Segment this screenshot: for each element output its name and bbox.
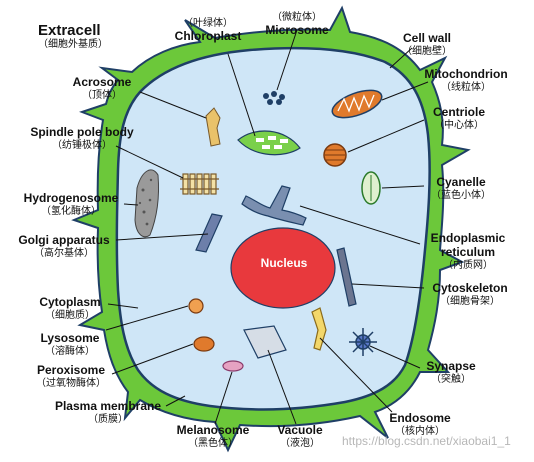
- vacuole-shape: [243, 325, 287, 359]
- lysosome-shape: [188, 298, 204, 314]
- label-lysosome-en: Lysosome: [40, 331, 100, 345]
- label-endoplasmic-reticulum: Endoplasmic reticulum （内质网）: [422, 231, 514, 271]
- label-lysosome: Lysosome （溶酶体）: [34, 331, 106, 357]
- acrosome-shape: [205, 107, 221, 147]
- chloroplast-shape: [237, 130, 301, 156]
- label-lysosome-cn: （溶酶体）: [45, 345, 95, 357]
- label-melanosome: Melanosome （黑色体）: [170, 423, 256, 449]
- label-microsome-cn: （微粒体）: [272, 12, 322, 23]
- label-cyanelle-cn: （蓝色小体）: [431, 189, 491, 201]
- label-acrosome-en: Acrosome: [72, 75, 132, 89]
- label-peroxisome-cn: （过氧物酶体）: [36, 377, 106, 389]
- label-cyanelle: Cyanelle （蓝色小体）: [424, 175, 498, 201]
- leader-lines: [105, 29, 429, 425]
- watermark: https://blog.csdn.net/xiaobai1_1: [342, 434, 511, 448]
- label-centriole-cn: （中心体）: [434, 119, 484, 131]
- label-spindle-pole-body-cn: （纺锤极体）: [52, 139, 112, 151]
- label-cytoplasm: Cytoplasm （细胞质）: [30, 295, 110, 321]
- label-plasma-membrane: Plasma membrane （质膜）: [48, 399, 168, 425]
- label-synapse-cn: （突触）: [431, 373, 471, 385]
- label-mitochondrion-cn: （线粒体）: [441, 81, 491, 93]
- chloroplast-grana: [256, 136, 288, 149]
- hydrogenosome-shape: [134, 169, 159, 238]
- label-mitochondrion: Mitochondrion （线粒体）: [416, 67, 516, 93]
- label-peroxisome-en: Peroxisome: [36, 363, 106, 377]
- label-mitochondrion-en: Mitochondrion: [424, 67, 508, 81]
- label-extracell-en: Extracell: [38, 22, 101, 39]
- label-microsome: （微粒体） Microsome: [256, 12, 338, 37]
- label-er-en2: reticulum: [440, 244, 495, 259]
- endoplasmic-reticulum-shape: [241, 185, 307, 226]
- label-synapse: Synapse （突触）: [420, 359, 482, 385]
- label-nucleus: Nucleus: [260, 256, 308, 270]
- label-cytoskeleton: Cytoskeleton （细胞骨架）: [422, 281, 518, 307]
- label-peroxisome: Peroxisome （过氧物酶体）: [30, 363, 112, 389]
- label-spindle-pole-body-en: Spindle pole body: [30, 125, 134, 139]
- label-chloroplast: （叶绿体） Chloroplast: [162, 18, 254, 43]
- label-hydrogenosome: Hydrogenosome （氢化酶体）: [14, 191, 128, 217]
- label-cytoskeleton-en: Cytoskeleton: [432, 281, 508, 295]
- label-hydrogenosome-cn: （氢化酶体）: [41, 205, 101, 217]
- centriole-lines: [325, 149, 345, 161]
- label-golgi-apparatus: Golgi apparatus （高尔基体）: [8, 233, 120, 259]
- label-plasma-membrane-en: Plasma membrane: [54, 399, 162, 413]
- label-acrosome: Acrosome （顶体）: [64, 75, 140, 101]
- synapse-shape: [349, 328, 377, 356]
- label-golgi-cn: （高尔基体）: [34, 247, 94, 259]
- cytoskeleton-shape: [336, 247, 357, 307]
- label-acrosome-cn: （顶体）: [82, 89, 122, 101]
- microsome-dots: [263, 91, 285, 105]
- label-vacuole-cn: （液泡）: [280, 437, 320, 449]
- label-hydrogenosome-en: Hydrogenosome: [23, 191, 119, 205]
- label-endosome-cn: （核内体）: [395, 425, 445, 437]
- label-vacuole: Vacuole （液泡）: [270, 423, 330, 449]
- mitochondrion-cristae: [337, 94, 375, 113]
- label-endosome: Endosome （核内体）: [384, 411, 456, 437]
- label-synapse-en: Synapse: [426, 359, 476, 373]
- nucleus-shape: [230, 227, 336, 309]
- label-extracell: Extracell （细胞外基质）: [38, 22, 108, 51]
- label-chloroplast-cn: （叶绿体）: [183, 18, 233, 29]
- label-cyanelle-en: Cyanelle: [436, 175, 486, 189]
- endosome-shape: [311, 307, 327, 351]
- label-spindle-pole-body: Spindle pole body （纺锤极体）: [12, 125, 152, 151]
- label-golgi-en: Golgi apparatus: [18, 233, 110, 247]
- label-cell-wall-en: Cell wall: [402, 31, 452, 45]
- label-microsome-en: Microsome: [265, 22, 329, 37]
- hydrogenosome-speckles: [138, 178, 153, 226]
- label-centriole: Centriole （中心体）: [426, 105, 492, 131]
- peroxisome-shape: [193, 336, 215, 352]
- label-vacuole-en: Vacuole: [277, 423, 323, 437]
- label-centriole-en: Centriole: [432, 105, 485, 119]
- spindle-pole-body-shape: [180, 173, 219, 195]
- label-cytoskeleton-cn: （细胞骨架）: [440, 295, 500, 307]
- label-endosome-en: Endosome: [389, 411, 451, 425]
- label-cell-wall: Cell wall （细胞壁）: [394, 31, 460, 57]
- label-melanosome-cn: （黑色体）: [188, 437, 238, 449]
- label-cell-wall-cn: （细胞壁）: [402, 45, 452, 57]
- label-cytoplasm-en: Cytoplasm: [39, 295, 101, 309]
- golgi-apparatus-shape: [195, 213, 223, 253]
- label-extracell-cn: （细胞外基质）: [38, 39, 108, 51]
- label-chloroplast-en: Chloroplast: [174, 28, 242, 43]
- label-cytoplasm-cn: （细胞质）: [45, 309, 95, 321]
- label-er-en: Endoplasmic: [430, 231, 506, 245]
- label-plasma-membrane-cn: （质膜）: [88, 413, 128, 425]
- melanosome-shape: [222, 360, 244, 372]
- label-melanosome-en: Melanosome: [176, 423, 250, 437]
- label-er-cn: （内质网）: [443, 259, 493, 271]
